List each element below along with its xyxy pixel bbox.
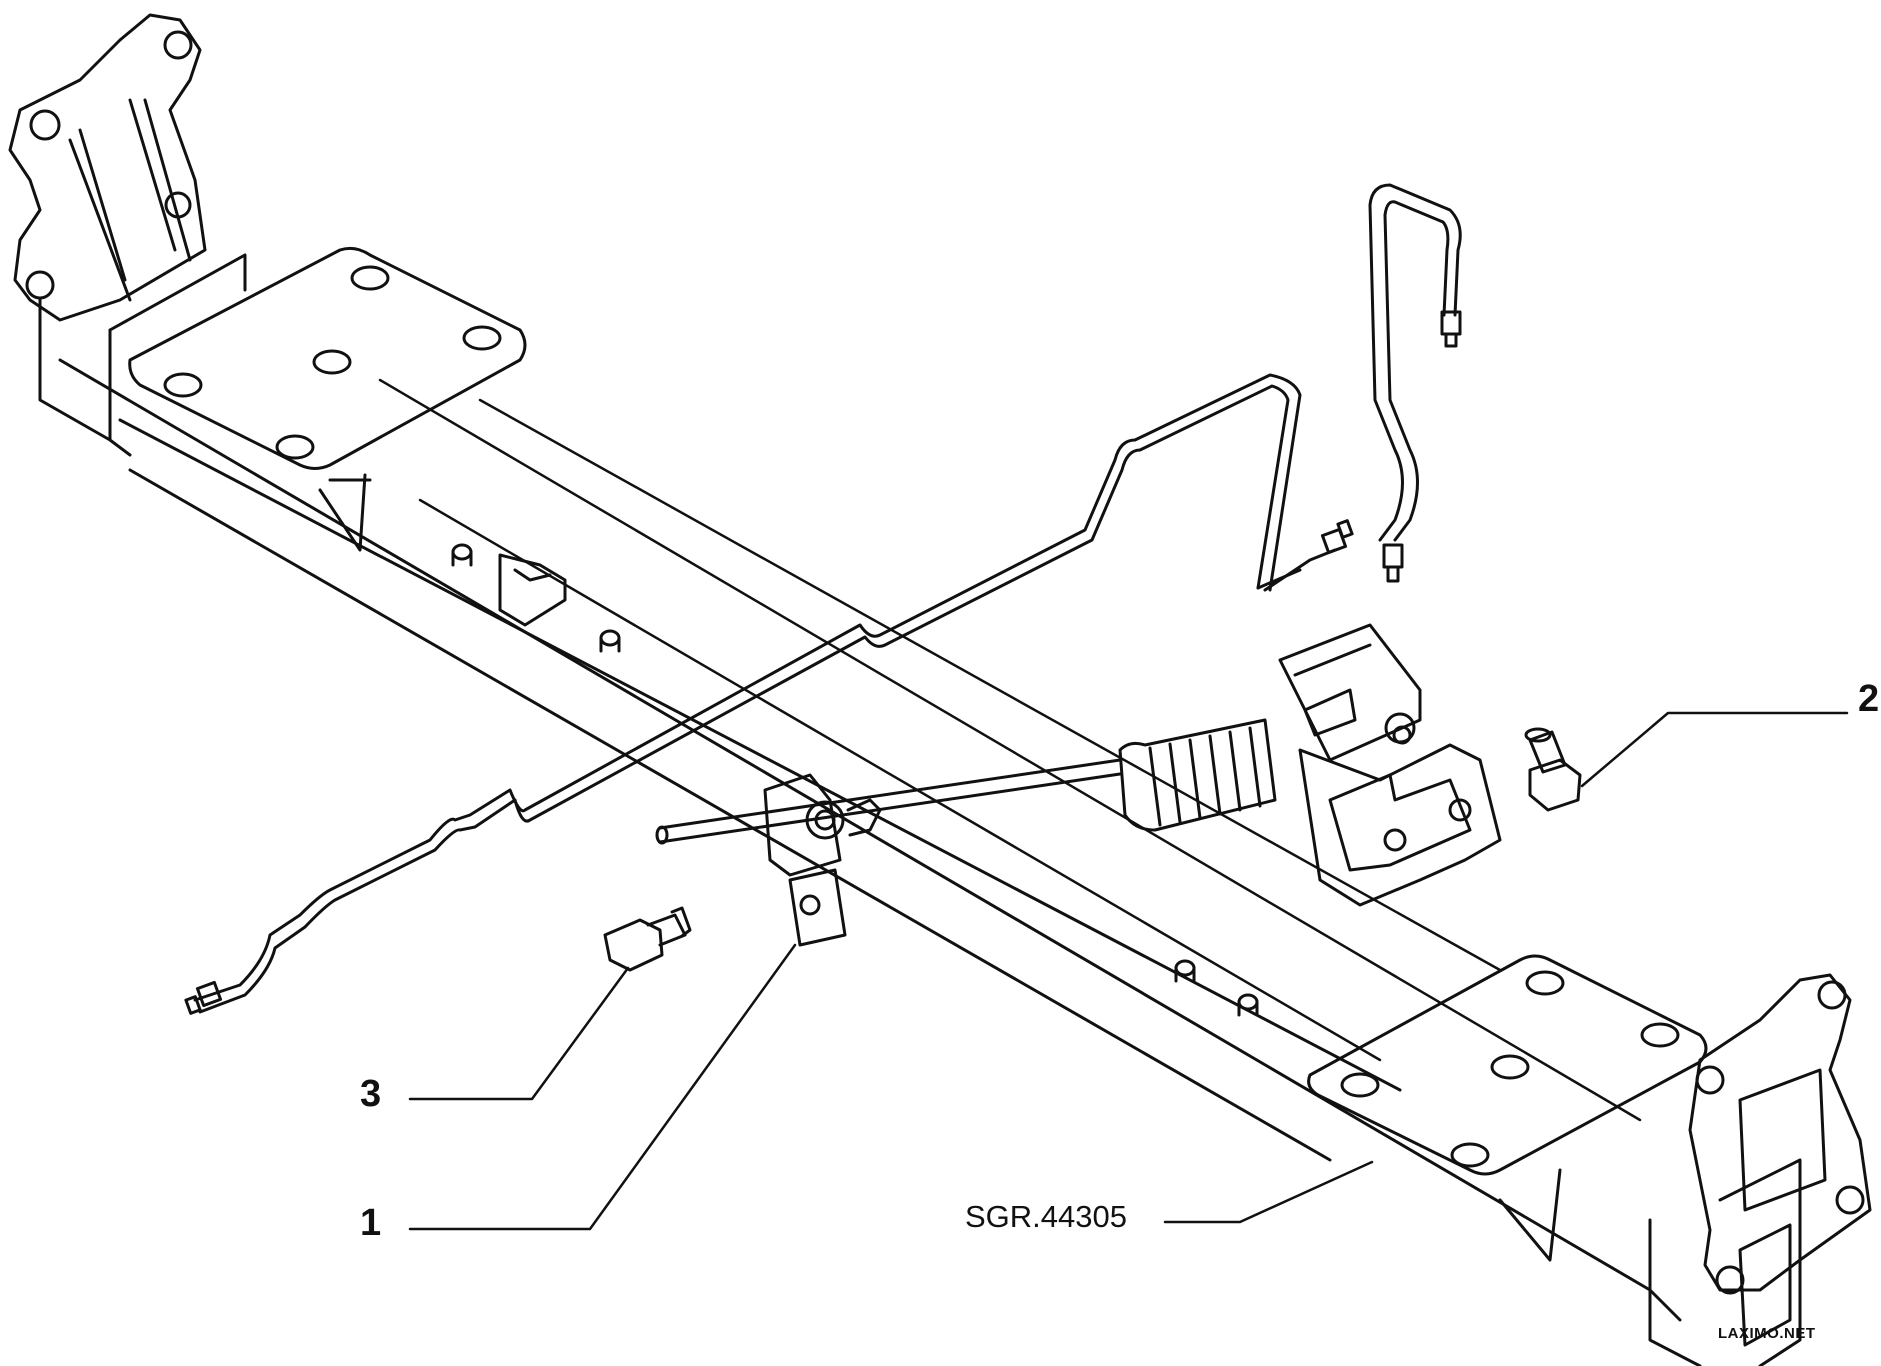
callout-1: 1 xyxy=(360,1202,382,1244)
brake-pipe-long xyxy=(184,373,1354,1015)
beam-studs xyxy=(451,543,1259,1017)
crossmember-beam xyxy=(58,358,1682,1322)
reference-code: SGR.44305 xyxy=(965,1199,1127,1234)
bolt-part-3 xyxy=(603,906,692,972)
callout-2: 2 xyxy=(1858,678,1880,720)
callout-3: 3 xyxy=(360,1073,382,1115)
left-mounting-bracket xyxy=(8,13,527,552)
bolt-part-2 xyxy=(1524,727,1582,812)
beam-clip-bracket xyxy=(498,553,567,627)
leader-line-ref xyxy=(1163,1160,1374,1224)
leader-lines xyxy=(408,711,1849,1231)
watermark: LAXIMO.NET xyxy=(1718,1325,1816,1342)
brake-pipe-short xyxy=(1368,183,1462,583)
right-mounting-bracket xyxy=(1307,954,1872,1366)
leader-line-3 xyxy=(408,966,630,1101)
load-sensing-valve xyxy=(1118,623,1502,907)
leader-line-1 xyxy=(408,943,797,1231)
part-1-bracket-rod xyxy=(655,758,1122,947)
leader-line-2 xyxy=(1580,711,1849,788)
